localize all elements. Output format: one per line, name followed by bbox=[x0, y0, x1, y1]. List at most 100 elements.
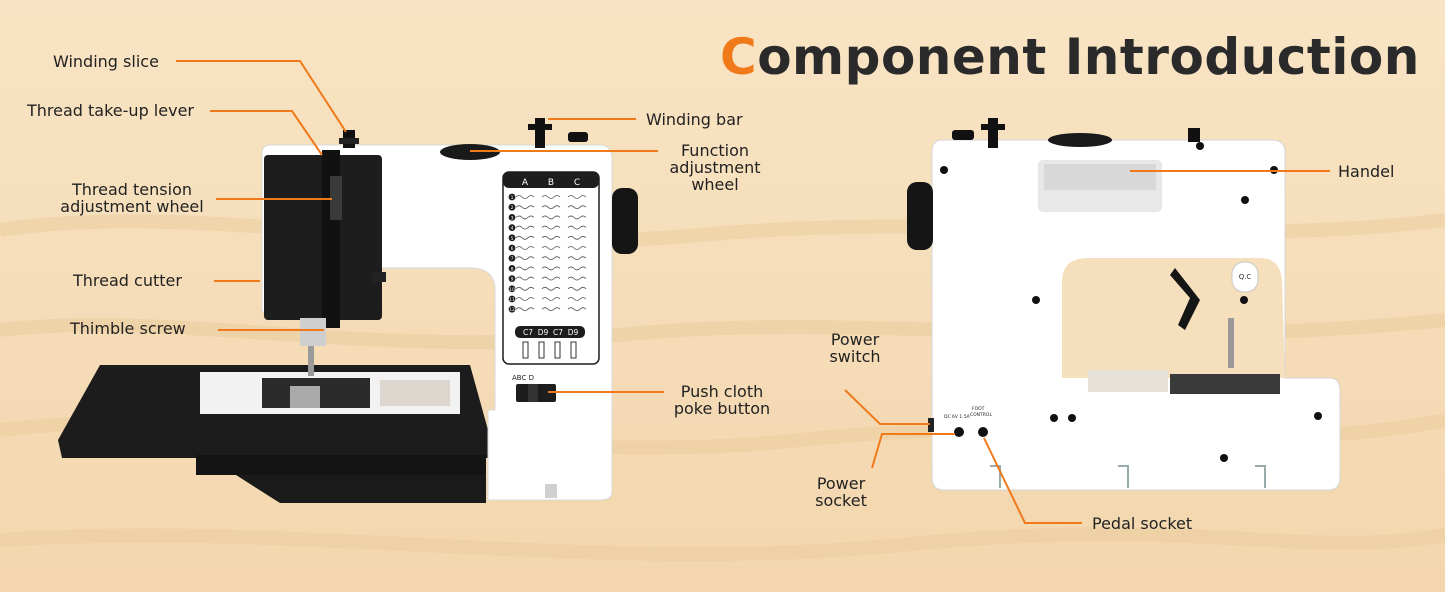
stitch-pattern-icon bbox=[567, 297, 587, 301]
stitch-row-marker bbox=[508, 214, 516, 221]
stitch-pattern-icon bbox=[541, 266, 561, 271]
stitch-pattern-icon bbox=[567, 246, 587, 250]
stitch-pattern-icon bbox=[515, 205, 535, 210]
stitch-row-marker bbox=[508, 275, 516, 282]
stitch-row-number: 6 bbox=[511, 246, 514, 252]
stitch-pattern-icon bbox=[541, 276, 561, 281]
stitch-pattern-icon bbox=[515, 286, 535, 291]
label-winding-slice: Winding slice bbox=[53, 52, 159, 71]
label-function-wheel: Function adjustment wheel bbox=[660, 142, 770, 193]
stitch-row-marker bbox=[508, 193, 516, 201]
stitch-pattern-icon bbox=[567, 276, 587, 281]
stitch-row-number: 9 bbox=[511, 277, 514, 283]
stitch-row-number: 7 bbox=[511, 256, 514, 262]
label-power-switch-line1: Power bbox=[830, 330, 880, 349]
label-thread-tension-line2: adjustment wheel bbox=[60, 197, 204, 216]
stitch-row-marker bbox=[508, 305, 516, 313]
stitch-pattern-icon bbox=[515, 235, 535, 240]
stitch-pattern-icon bbox=[541, 225, 561, 230]
label-thread-takeup-lever: Thread take-up lever bbox=[27, 101, 194, 120]
qc-label: Q.C bbox=[1239, 273, 1252, 281]
stitch-pattern-icon bbox=[541, 297, 561, 301]
stitch-pattern-icon bbox=[515, 215, 535, 220]
label-power-socket: Power socket bbox=[806, 475, 876, 509]
stitch-col-c: C bbox=[574, 178, 580, 188]
stitch-col-b: B bbox=[548, 178, 554, 188]
label-thread-cutter: Thread cutter bbox=[73, 271, 182, 290]
foot-label-2: CONTROL bbox=[970, 412, 992, 418]
selector-label: ABC D bbox=[512, 374, 534, 382]
stitch-pattern-icon bbox=[515, 307, 535, 312]
stitch-pattern-icon bbox=[541, 205, 561, 210]
stitch-pattern-icon bbox=[567, 307, 587, 312]
stitch-pattern-icon bbox=[541, 246, 561, 250]
stitch-pattern-icon bbox=[541, 195, 561, 199]
stitch-row-marker bbox=[508, 203, 516, 211]
power-socket-port bbox=[954, 427, 964, 437]
stitch-pattern-icon bbox=[515, 297, 535, 301]
stitch-row-number: 5 bbox=[511, 236, 514, 242]
stitch-row-marker bbox=[508, 244, 516, 252]
label-function-line2: adjustment bbox=[669, 158, 761, 177]
label-power-switch: Power switch bbox=[820, 331, 890, 365]
label-winding-bar: Winding bar bbox=[646, 110, 743, 129]
stitch-pattern-icon bbox=[541, 235, 561, 240]
stitch-pattern-icon bbox=[515, 276, 535, 281]
foot-label-1: FOOT bbox=[972, 406, 985, 412]
stitch-row-marker bbox=[508, 224, 516, 232]
stitch-code-3: C7 bbox=[553, 328, 563, 337]
stitch-pattern-icon bbox=[567, 286, 587, 291]
stitch-row-number: 4 bbox=[511, 226, 514, 232]
label-push-cloth-line2: poke button bbox=[673, 399, 771, 418]
pedal-socket-port bbox=[978, 427, 988, 437]
stitch-pattern-icon bbox=[541, 307, 561, 312]
stitch-pattern-icon bbox=[515, 246, 535, 250]
stitch-row-marker bbox=[508, 265, 516, 272]
label-function-line3: wheel bbox=[691, 175, 739, 194]
stitch-pattern-icon bbox=[515, 266, 535, 271]
label-power-socket-line1: Power bbox=[816, 474, 866, 493]
page-title: Component Introduction bbox=[720, 28, 1420, 86]
stitch-pattern-icon bbox=[541, 215, 561, 220]
stitch-row-number: 3 bbox=[511, 215, 514, 221]
label-push-cloth: Push cloth poke button bbox=[668, 383, 776, 417]
stitch-code-4: D9 bbox=[568, 328, 579, 337]
stitch-code-2: D9 bbox=[538, 328, 549, 337]
label-thread-tension-line1: Thread tension bbox=[72, 180, 192, 199]
back-sewing-machine: Q.C DC 6V 1.5A FOOT CONTROL bbox=[907, 118, 1341, 491]
stitch-row-marker bbox=[508, 285, 516, 293]
stitch-pattern-icon bbox=[515, 256, 535, 261]
stitch-pattern-icon bbox=[567, 195, 587, 199]
stitch-pattern-icon bbox=[567, 256, 587, 261]
stitch-row-number: 11 bbox=[509, 297, 515, 303]
leader-lines bbox=[176, 60, 1330, 524]
dc-label: DC 6V 1.5A bbox=[944, 414, 971, 420]
handwheel bbox=[612, 188, 638, 254]
label-push-cloth-line1: Push cloth bbox=[680, 382, 764, 401]
label-pedal-socket: Pedal socket bbox=[1092, 514, 1193, 533]
power-switch bbox=[928, 418, 934, 432]
stitch-pattern-icon bbox=[541, 256, 561, 261]
stitch-row-number: 12 bbox=[509, 307, 515, 313]
stitch-pattern-icon bbox=[541, 286, 561, 291]
stitch-col-a: A bbox=[522, 178, 529, 188]
stitch-pattern-icon bbox=[515, 225, 535, 230]
tension-wheel bbox=[330, 176, 342, 220]
stitch-row-marker bbox=[508, 234, 516, 242]
winding-bar-post bbox=[535, 118, 545, 148]
stitch-row-marker bbox=[508, 254, 516, 262]
stitch-pattern-icon bbox=[567, 266, 587, 271]
label-power-switch-line2: switch bbox=[829, 347, 881, 366]
title-rest: omponent Introduction bbox=[757, 28, 1420, 86]
back-handwheel bbox=[907, 182, 933, 250]
label-thread-tension: Thread tension adjustment wheel bbox=[52, 181, 212, 215]
stitch-pattern-icon bbox=[567, 215, 587, 220]
label-function-line1: Function bbox=[680, 141, 750, 160]
stitch-row-number: 2 bbox=[511, 205, 514, 211]
label-power-socket-line2: socket bbox=[815, 491, 867, 510]
stitch-pattern-icon bbox=[515, 195, 535, 199]
label-thimble-screw: Thimble screw bbox=[70, 319, 186, 338]
